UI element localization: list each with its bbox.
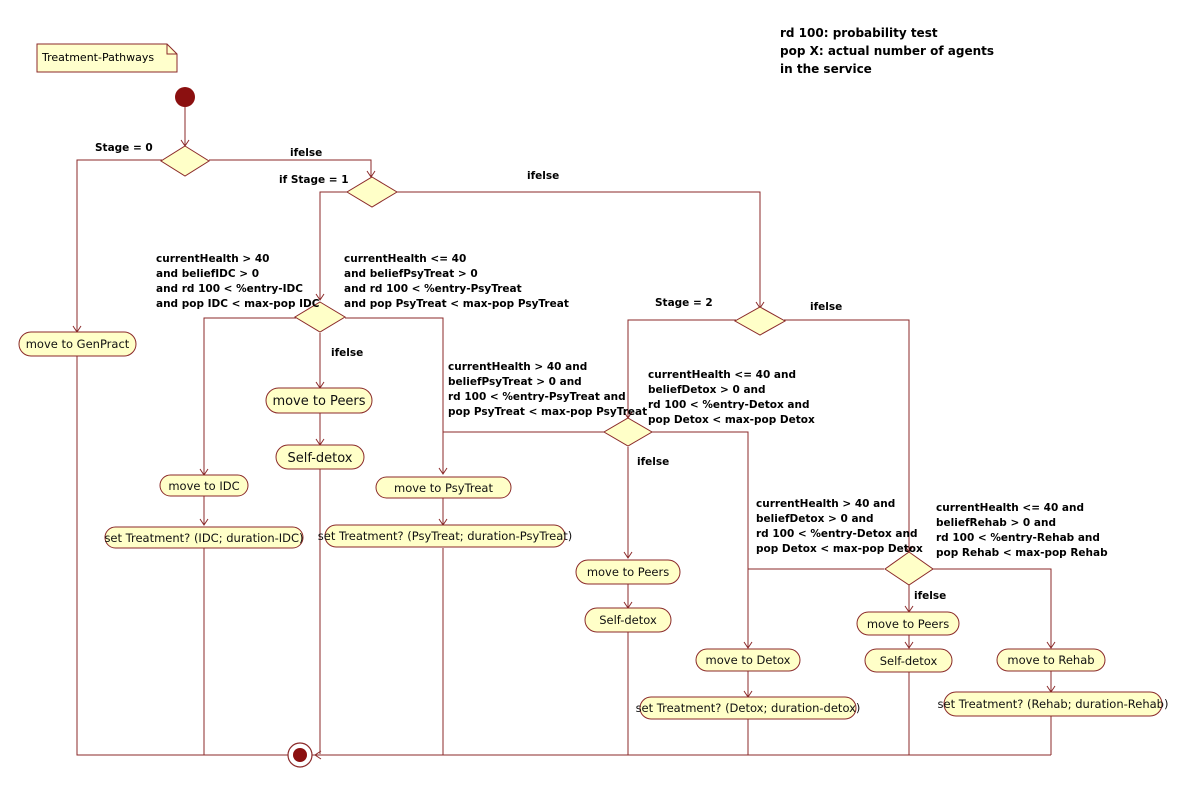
label-selfdetox-3: Self-detox	[880, 654, 938, 668]
legend-line-3: in the service	[780, 62, 872, 76]
arrow-peers2	[623, 551, 633, 559]
edge-d3-to-psytreat	[345, 317, 444, 474]
note-label: Treatment-Pathways	[41, 51, 154, 64]
diagram-note: Treatment-Pathways	[36, 43, 178, 73]
note-fold	[166, 44, 177, 55]
arrow-psytreat	[438, 467, 448, 475]
arrow-d2	[366, 170, 376, 178]
guard-stage0: Stage = 0	[95, 142, 153, 154]
edge-d4-to-d5	[627, 319, 736, 418]
guard-detox2-cond: currentHealth > 40 and beliefDetox > 0 a…	[756, 498, 923, 555]
decisions	[160, 145, 934, 586]
action-selfdetox-1	[275, 444, 365, 470]
action-genpract	[18, 331, 137, 357]
arrow-selfdetox3	[904, 641, 914, 649]
label-psytreat: move to PsyTreat	[394, 481, 493, 495]
label-selfdetox-2: Self-detox	[599, 613, 657, 627]
edge-d2-to-d4	[397, 191, 761, 308]
guard-detox1-cond: currentHealth <= 40 and beliefDetox > 0 …	[648, 369, 815, 426]
label-peers-1: move to Peers	[272, 394, 365, 409]
guard-ifelse-5: ifelse	[637, 456, 669, 468]
guard-psy1-cond: currentHealth <= 40 and beliefPsyTreat >…	[344, 253, 569, 310]
label-idc: move to IDC	[168, 479, 239, 493]
decision-stage0	[160, 145, 210, 177]
label-genpract: move to GenPract	[26, 337, 130, 351]
action-peers-1	[265, 387, 373, 414]
action-peers-3	[856, 611, 960, 636]
decision-idc-psy	[294, 301, 346, 333]
label-peers-3: move to Peers	[867, 617, 949, 631]
edge-d1-to-genpract	[76, 159, 162, 332]
action-selfdetox-2	[584, 607, 672, 633]
guard-ifelse-2: ifelse	[527, 170, 559, 182]
action-set-detox	[639, 696, 857, 720]
action-peers-2	[575, 559, 681, 585]
arrow-d3	[315, 293, 325, 301]
label-rehab: move to Rehab	[1007, 653, 1094, 667]
arrow-end	[314, 750, 322, 760]
action-rehab	[996, 648, 1106, 672]
legend-line-1: rd 100: probability test	[780, 26, 938, 40]
start-node	[175, 87, 195, 107]
guard-if-stage1: if Stage = 1	[279, 174, 349, 186]
guard-rehab-cond: currentHealth <= 40 and beliefRehab > 0 …	[936, 502, 1108, 559]
label-set-rehab: set Treatment? (Rehab; duration-Rehab)	[938, 697, 1169, 711]
guard-ifelse-4: ifelse	[810, 301, 842, 313]
label-peers-2: move to Peers	[587, 565, 669, 579]
guard-ifelse-1: ifelse	[290, 147, 322, 159]
decision-stage1	[346, 176, 398, 208]
decision-detox-psy	[603, 417, 653, 447]
actions	[18, 331, 1163, 720]
action-psytreat	[375, 476, 512, 499]
condition-labels: currentHealth > 40 and beliefIDC > 0 and…	[156, 253, 1108, 559]
edge-d5-to-detox	[652, 431, 749, 648]
guard-ifelse-6: ifelse	[914, 590, 946, 602]
arrow-set-idc	[199, 518, 209, 526]
decision-stage2	[733, 306, 787, 336]
edge-merge-line	[76, 356, 1051, 756]
label-detox: move to Detox	[706, 653, 791, 667]
legend: rd 100: probability test pop X: actual n…	[780, 26, 994, 76]
note-shape	[36, 43, 178, 73]
guard-labels: Stage = 0 ifelse if Stage = 1 ifelse ife…	[95, 142, 946, 602]
edge-d3-to-idc	[203, 317, 296, 475]
label-set-detox: set Treatment? (Detox; duration-detox)	[636, 701, 861, 715]
label-selfdetox-1: Self-detox	[287, 451, 352, 466]
label-set-psy: set Treatment? (PsyTreat; duration-PsyTr…	[318, 529, 573, 543]
edge-d4-to-d6	[784, 319, 910, 552]
legend-line-2: pop X: actual number of agents	[780, 44, 994, 58]
label-set-idc: set Treatment? (IDC; duration-IDC)	[104, 531, 303, 545]
edge-d6-to-rehab	[933, 568, 1052, 648]
action-set-rehab	[943, 691, 1163, 717]
edges	[76, 107, 1052, 756]
arrow-detox	[743, 641, 753, 649]
action-set-idc	[104, 526, 304, 549]
edge-d2-to-d3	[319, 191, 348, 300]
guard-psy2-cond: currentHealth > 40 and beliefPsyTreat > …	[448, 361, 647, 418]
guard-idc-cond: currentHealth > 40 and beliefIDC > 0 and…	[156, 253, 320, 310]
action-labels: move to GenPract move to Peers Self-deto…	[26, 337, 1169, 715]
action-detox	[695, 648, 801, 672]
end-node	[287, 742, 313, 768]
decision-rehab-detox	[884, 551, 934, 586]
guard-stage2: Stage = 2	[655, 297, 713, 309]
guard-ifelse-3: ifelse	[331, 347, 363, 359]
action-idc	[159, 474, 249, 497]
action-selfdetox-3	[864, 648, 953, 673]
action-set-psy	[324, 524, 566, 548]
arrow-rehab	[1046, 641, 1056, 649]
edge-d1-to-d2	[209, 159, 372, 177]
